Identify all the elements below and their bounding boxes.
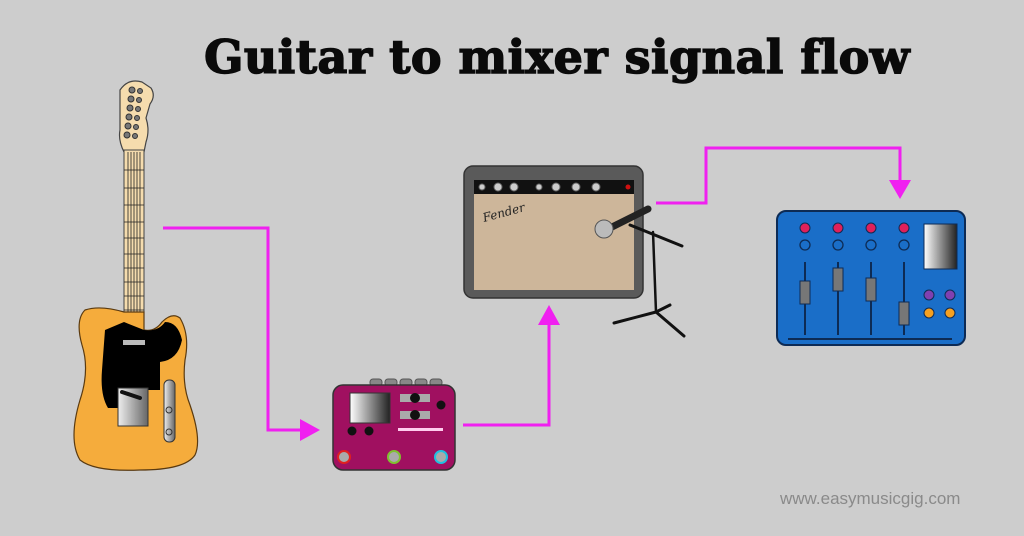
microphone-icon (594, 205, 652, 239)
amplifier-icon: Fender (463, 165, 644, 299)
signal-arrow-pedal-to-amp (463, 322, 551, 427)
signal-arrow-guitar-to-pedal (163, 226, 302, 432)
arrowhead-icon (889, 180, 911, 199)
microphone-stand-icon (612, 223, 686, 338)
page-title: Guitar to mixer signal flow (203, 29, 910, 85)
website-watermark: www.easymusicgig.com (780, 489, 961, 508)
arrowhead-icon (538, 305, 560, 325)
multi-effects-pedal-icon (332, 378, 456, 471)
signal-arrow-mic-to-mixer (656, 146, 902, 205)
arrowhead-icon (300, 419, 320, 441)
mixer-icon (776, 210, 966, 346)
electric-guitar-icon (73, 80, 199, 471)
